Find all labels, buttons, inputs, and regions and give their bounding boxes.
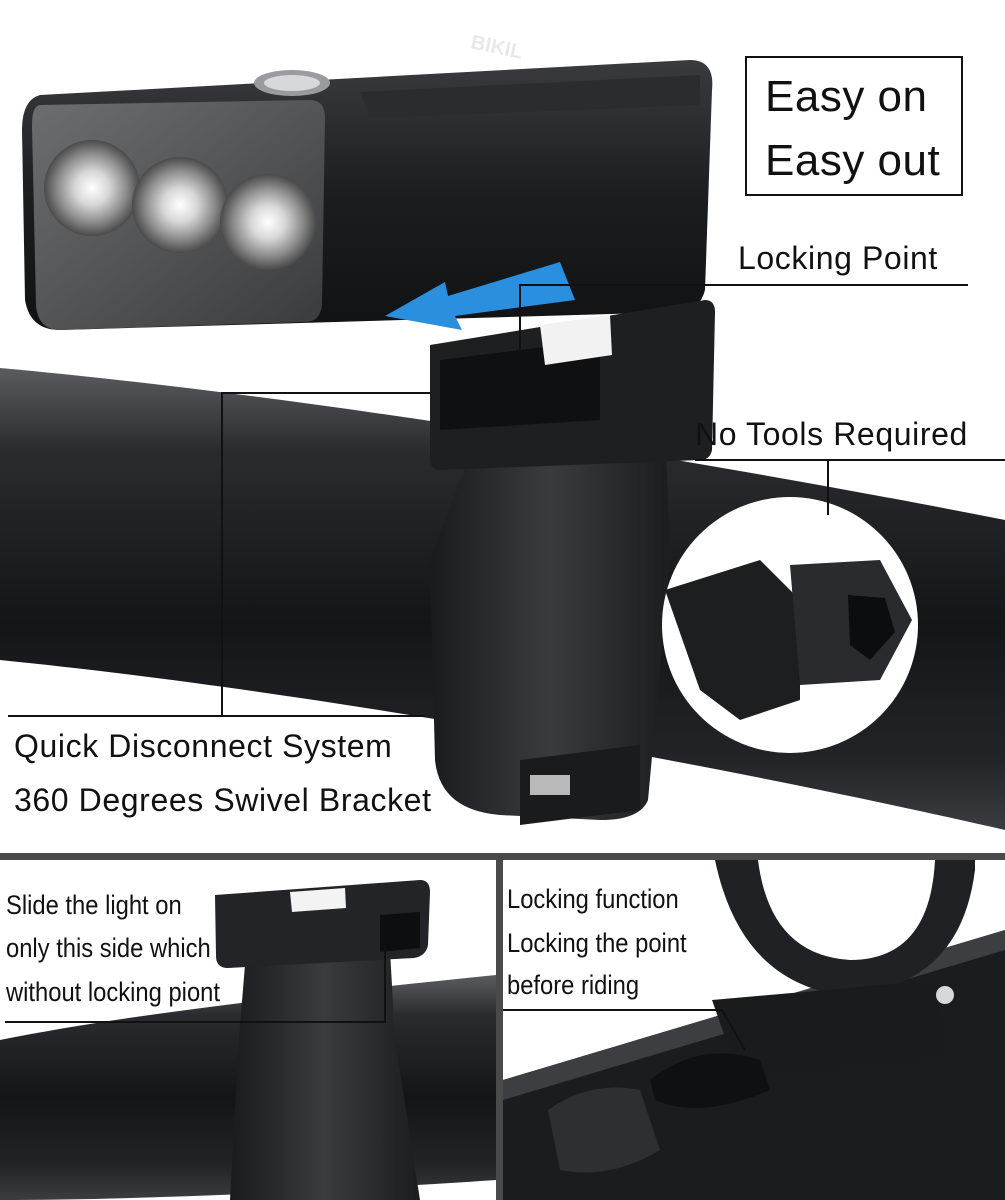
bottom-left-line-2: only this side which: [6, 933, 211, 963]
no-tools-label: No Tools Required: [695, 416, 968, 452]
bike-light: [22, 60, 713, 330]
callout-line-1: Easy on: [765, 72, 928, 121]
quick-disconnect-label: Quick Disconnect System: [14, 728, 393, 764]
quick-disconnect-line: [8, 392, 430, 717]
slide-arrow: [385, 262, 575, 330]
bottom-right-line-3: before riding: [507, 970, 640, 1000]
locking-point-line: [519, 284, 968, 385]
bottom-right-line: [503, 1009, 746, 1051]
locking-point-label: Locking Point: [738, 240, 938, 276]
led-3: [220, 174, 316, 270]
bottom-right-line-1: Locking function: [507, 884, 679, 914]
easy-on-off-callout: Easy on Easy out: [745, 56, 963, 196]
swivel-label: 360 Degrees Swivel Bracket: [14, 782, 432, 818]
bottom-right-line-2: Locking the point: [507, 928, 687, 958]
bottom-right-photo: [503, 860, 1005, 1200]
bottom-left-line-1: Slide the light on: [6, 890, 182, 920]
led-1: [44, 140, 140, 236]
bottom-left-line: [5, 945, 386, 1023]
callout-line-2: Easy out: [765, 136, 941, 185]
no-tools-line: [695, 459, 1005, 515]
brand-logo: BIKIL: [469, 31, 525, 63]
detail-zoom: [662, 497, 918, 753]
bottom-left-photo: [0, 860, 496, 1200]
bottom-left-line-3: without locking piont: [6, 977, 220, 1007]
led-2: [132, 157, 228, 253]
